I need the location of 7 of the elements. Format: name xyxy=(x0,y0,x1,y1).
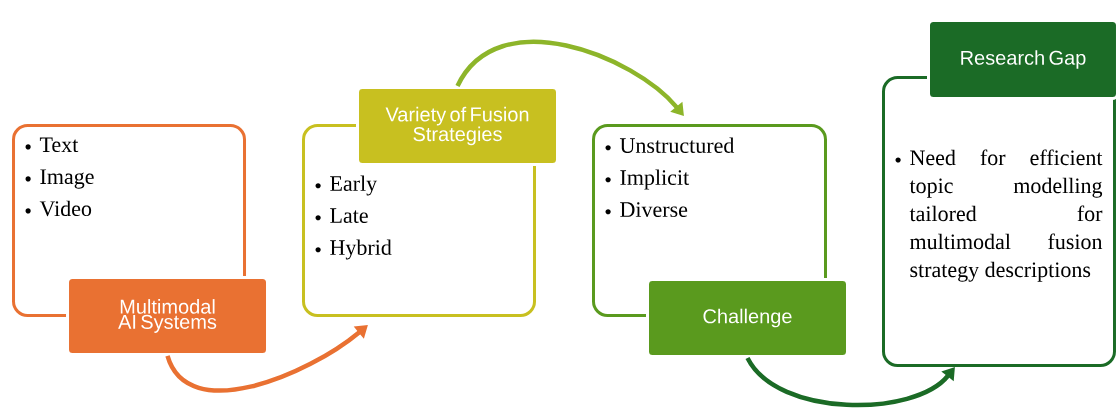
title-box: Research Gap xyxy=(927,19,1116,100)
arrow xyxy=(165,325,368,393)
title-box: Variety of Fusion Strategies xyxy=(356,86,559,166)
title-box: Challenge xyxy=(646,278,849,358)
arrow xyxy=(745,356,955,408)
arrow xyxy=(455,40,684,116)
title-box: Multimodal AI Systems xyxy=(66,276,269,356)
